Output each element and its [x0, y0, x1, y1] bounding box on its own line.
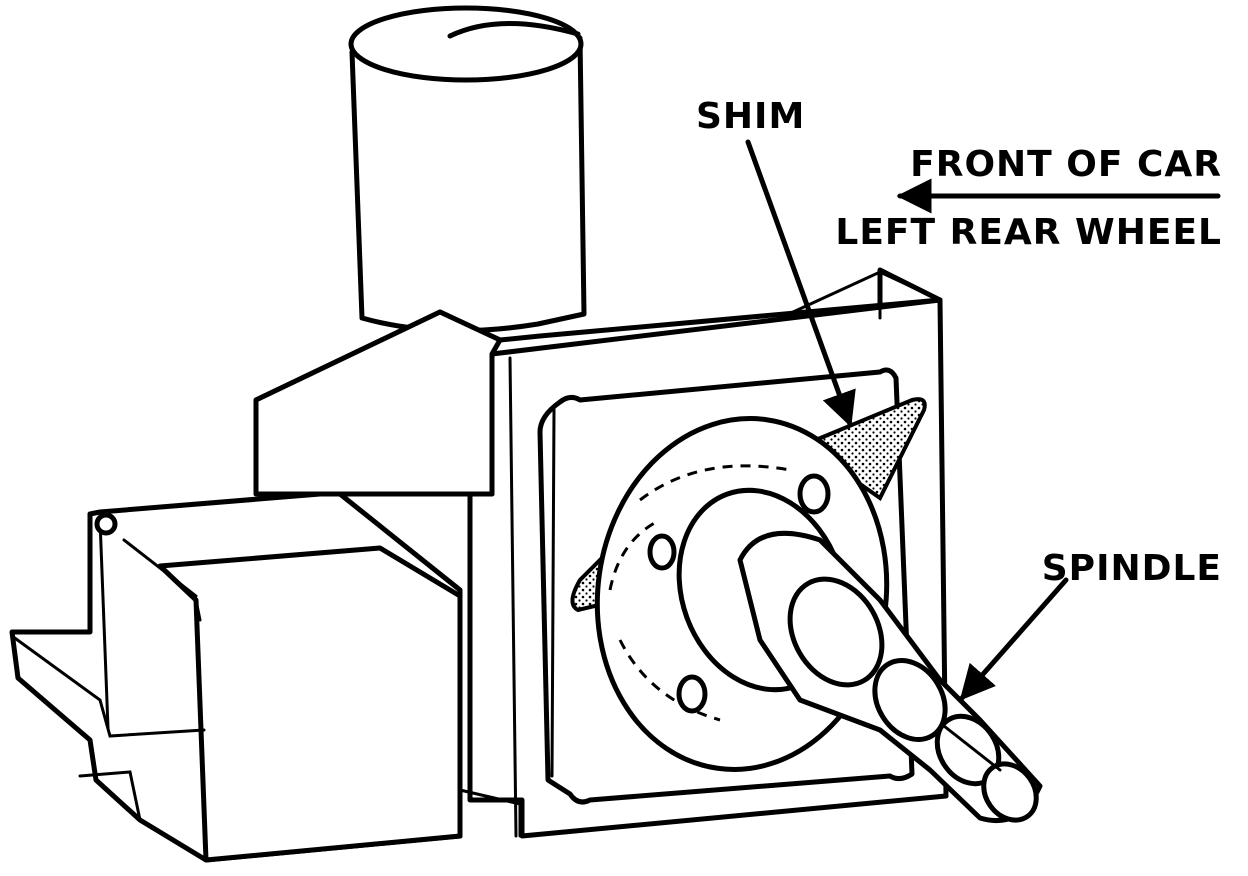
shim-label: SHIM: [696, 96, 805, 137]
spindle-shaft: [676, 487, 1043, 824]
spindle-leader-line: [959, 577, 1069, 701]
spring-bracket: [9, 491, 522, 863]
shim-leader-line: [745, 139, 856, 428]
front-of-car-label: FRONT OF CAR: [910, 144, 1222, 185]
left-rear-wheel-label: LEFT REAR WHEEL: [835, 212, 1222, 253]
spindle-label: SPINDLE: [1042, 548, 1222, 589]
upper-shim: [802, 397, 927, 501]
vertical-tube: [348, 5, 587, 334]
